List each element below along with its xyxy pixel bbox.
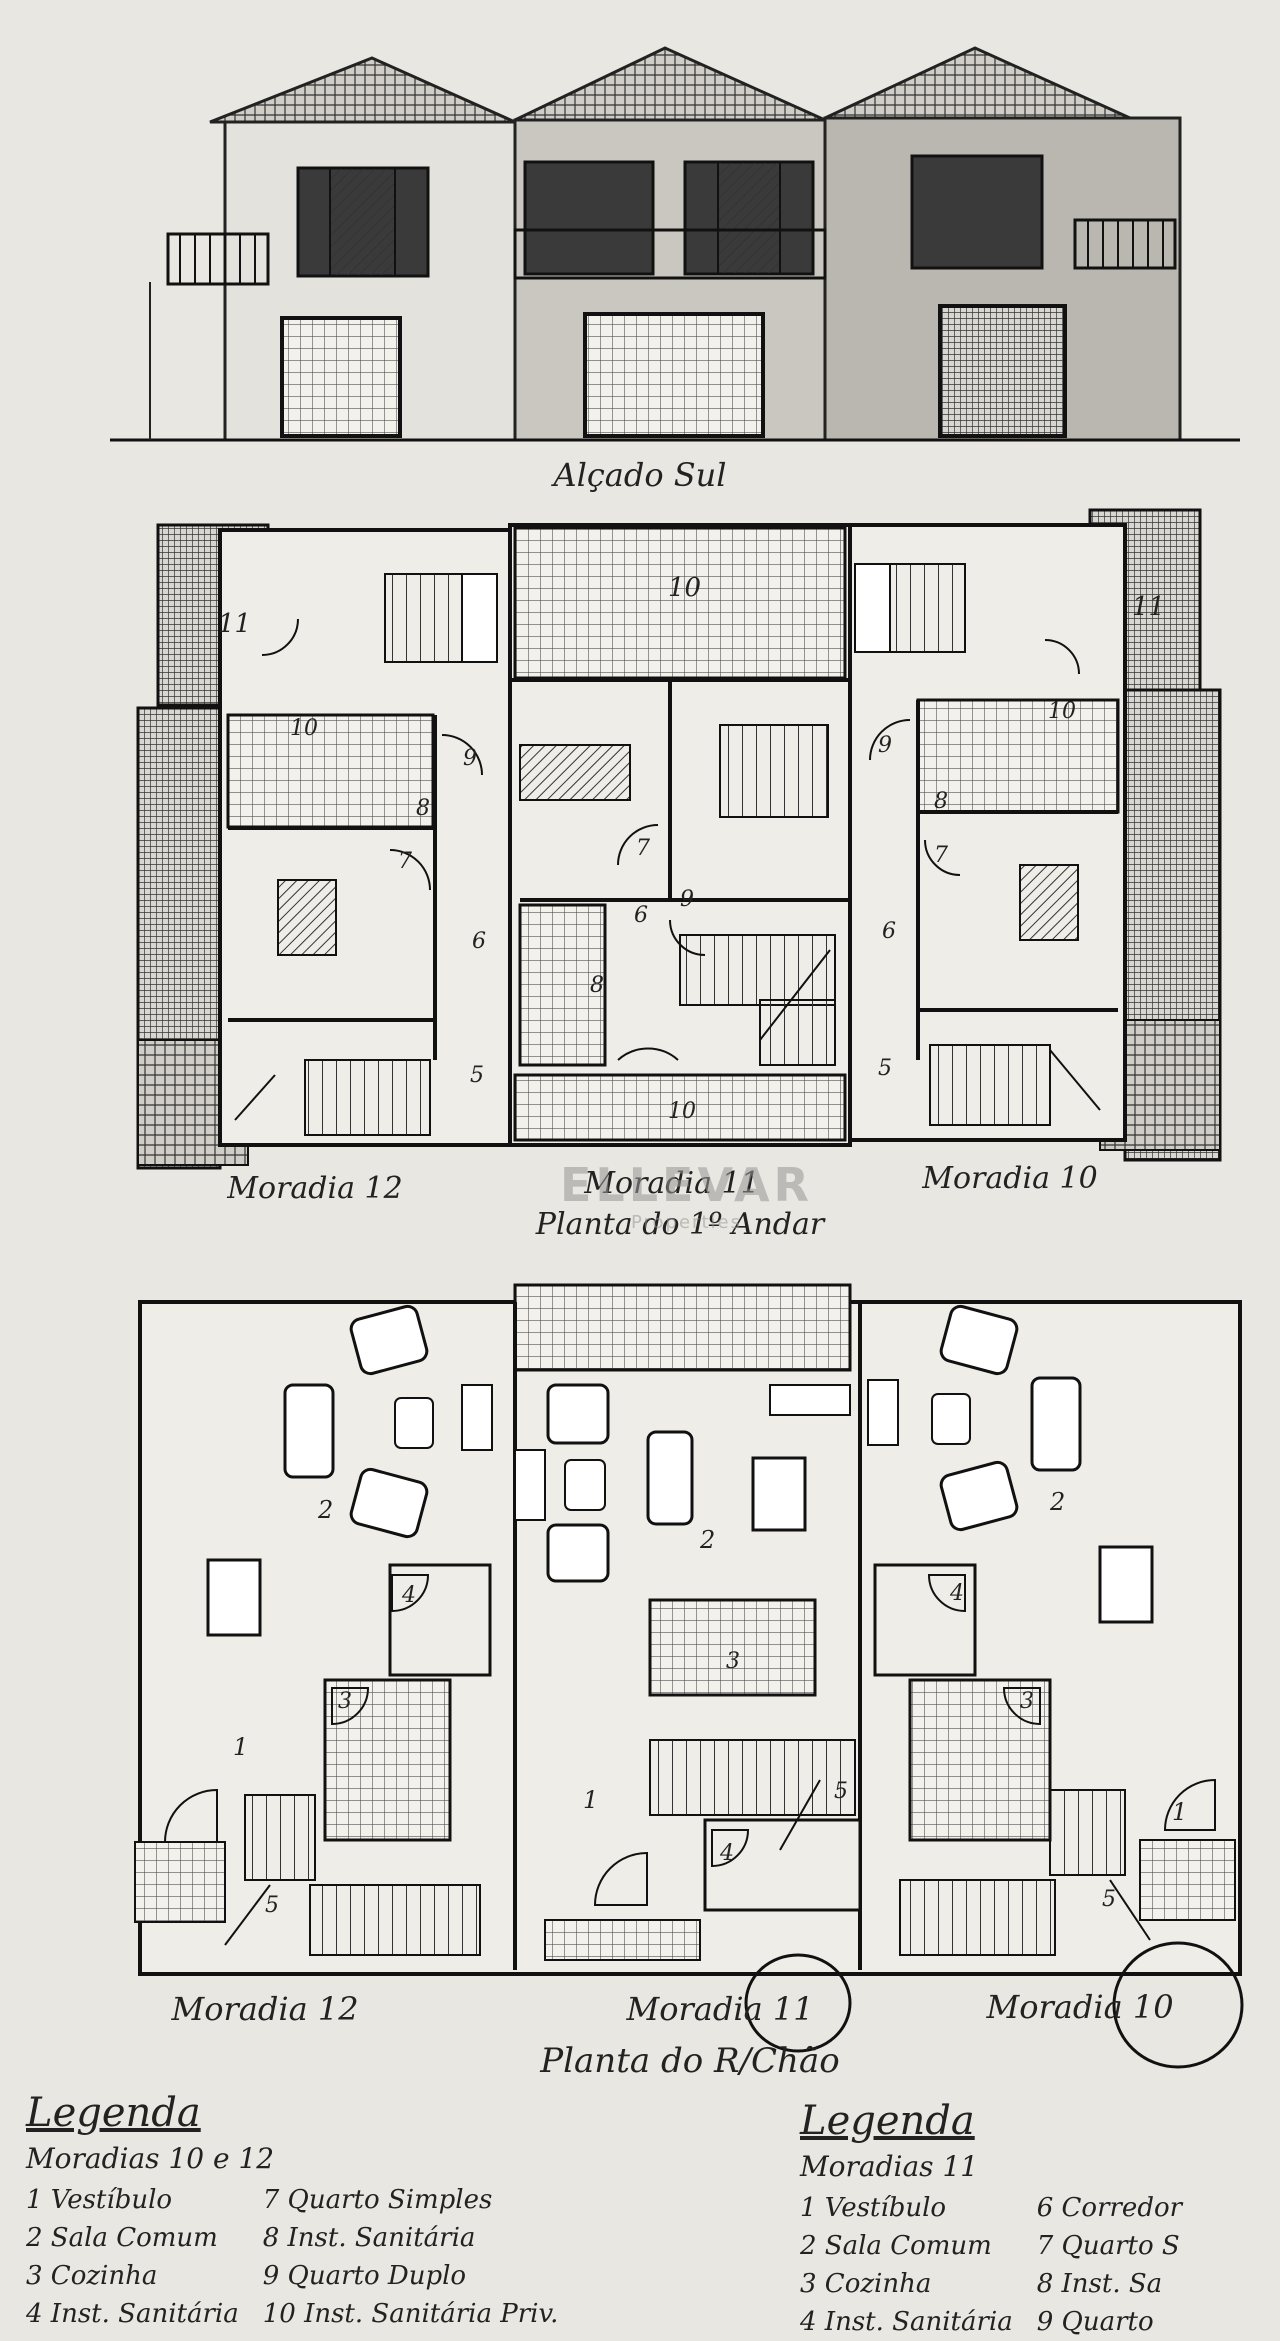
legend-item: 8 Inst. Sa	[1036, 2269, 1163, 2299]
legend-item: 7 Quarto Simples	[262, 2185, 493, 2215]
first-floor-house-label: Moradia 12	[226, 1171, 402, 1206]
ground-floor-house-label: Moradia 11	[625, 1990, 813, 2028]
room-number: 8	[590, 973, 604, 998]
south-elevation	[110, 46, 1240, 442]
legend-title: Legenda	[800, 2098, 975, 2144]
legend-item: 3 Cozinha	[26, 2261, 158, 2291]
room-number: 10	[1048, 699, 1076, 724]
room-number: 6	[472, 929, 486, 954]
room-number: 10	[668, 573, 701, 603]
room-number: 10	[290, 716, 318, 741]
legend-item: 9 Quarto Duplo	[262, 2261, 467, 2291]
ground-floor-plan	[134, 1283, 1244, 2069]
legend-item: 7 Quarto S	[1036, 2231, 1180, 2261]
room-number: 4	[719, 1841, 734, 1866]
first-floor-caption: Planta do 1º Andar	[535, 1207, 826, 1242]
legend-item: 6 Corredor	[1036, 2193, 1183, 2223]
first-floor-plan	[136, 508, 1222, 1170]
legend-house-11: Legenda Moradias 11 1 Vestíbulo 2 Sala C…	[800, 2098, 1182, 2341]
room-number: 6	[882, 919, 896, 944]
ground-floor-house-label: Moradia 12	[170, 1990, 358, 2028]
first-floor-house-label: Moradia 10	[921, 1161, 1097, 1196]
room-number: 9	[680, 887, 694, 912]
room-number: 5	[1102, 1887, 1116, 1912]
watermark-logo: ELLEVAR Properties	[560, 1158, 813, 1233]
room-number: 3	[338, 1689, 352, 1714]
legend-item: 1 Vestíbulo	[800, 2193, 947, 2223]
room-number: 5	[470, 1063, 484, 1088]
room-number: 10	[668, 1099, 696, 1124]
room-number: 8	[934, 789, 948, 814]
room-number: 11	[218, 609, 251, 639]
watermark-tagline: Properties	[631, 1212, 742, 1233]
room-number: 1	[583, 1786, 598, 1814]
legend-item: 8 Inst. Sanitária	[262, 2223, 476, 2253]
room-number: 1	[233, 1733, 248, 1761]
room-number: 9	[463, 746, 477, 771]
elevation-caption: Alçado Sul	[550, 456, 726, 494]
legend-houses-10-12: Legenda Moradias 10 e 12 1 Vestíbulo 2 S…	[26, 2090, 558, 2333]
legend-subtitle: Moradias 11	[800, 2150, 979, 2183]
legend-subtitle: Moradias 10 e 12	[26, 2142, 275, 2175]
watermark-brand: ELLEVAR	[560, 1158, 813, 1212]
legend-item: 2 Sala Comum	[26, 2223, 218, 2253]
room-number: 5	[878, 1056, 892, 1081]
legend-item: 1 Vestíbulo	[26, 2185, 173, 2215]
room-number: 11	[1132, 592, 1165, 622]
room-number: 5	[834, 1779, 848, 1804]
legend-item: 10 Inst. Sanitária Priv.	[262, 2299, 559, 2329]
room-number: 4	[401, 1583, 416, 1608]
room-number: 7	[934, 843, 948, 868]
ground-floor-caption: Planta do R/Chão	[539, 2041, 839, 2081]
legend-item: 9 Quarto	[1036, 2307, 1154, 2337]
first-floor-room-numbers: 11 10 10 9 8 7 6 5 7 9 6 8 10 11 10 9 8 …	[218, 573, 1165, 1124]
room-number: 1	[1172, 1798, 1187, 1826]
legend-title: Legenda	[26, 2090, 201, 2136]
room-number: 2	[1049, 1488, 1065, 1516]
room-number: 7	[398, 849, 412, 874]
legend-item: 4 Inst. Sanitária	[26, 2299, 239, 2329]
room-number: 2	[317, 1496, 333, 1524]
room-number: 9	[878, 733, 892, 758]
legend-item: 3 Cozinha	[800, 2269, 932, 2299]
room-number: 8	[416, 796, 430, 821]
room-number: 2	[699, 1526, 715, 1554]
room-number: 3	[726, 1649, 740, 1674]
ground-floor-house-label: Moradia 10	[985, 1988, 1173, 2026]
room-number: 5	[265, 1893, 279, 1918]
ground-floor-room-numbers: 2 4 3 1 5 2 3 1 4 5 2 4 3 1 5	[233, 1488, 1187, 1918]
legend-item: 4 Inst. Sanitária	[800, 2307, 1013, 2337]
first-floor-house-label: Moradia 11	[583, 1166, 759, 1201]
legend-item: 2 Sala Comum	[800, 2231, 992, 2261]
room-number: 7	[636, 836, 650, 861]
room-number: 6	[634, 903, 648, 928]
room-number: 4	[949, 1581, 964, 1606]
room-number: 3	[1020, 1689, 1034, 1714]
